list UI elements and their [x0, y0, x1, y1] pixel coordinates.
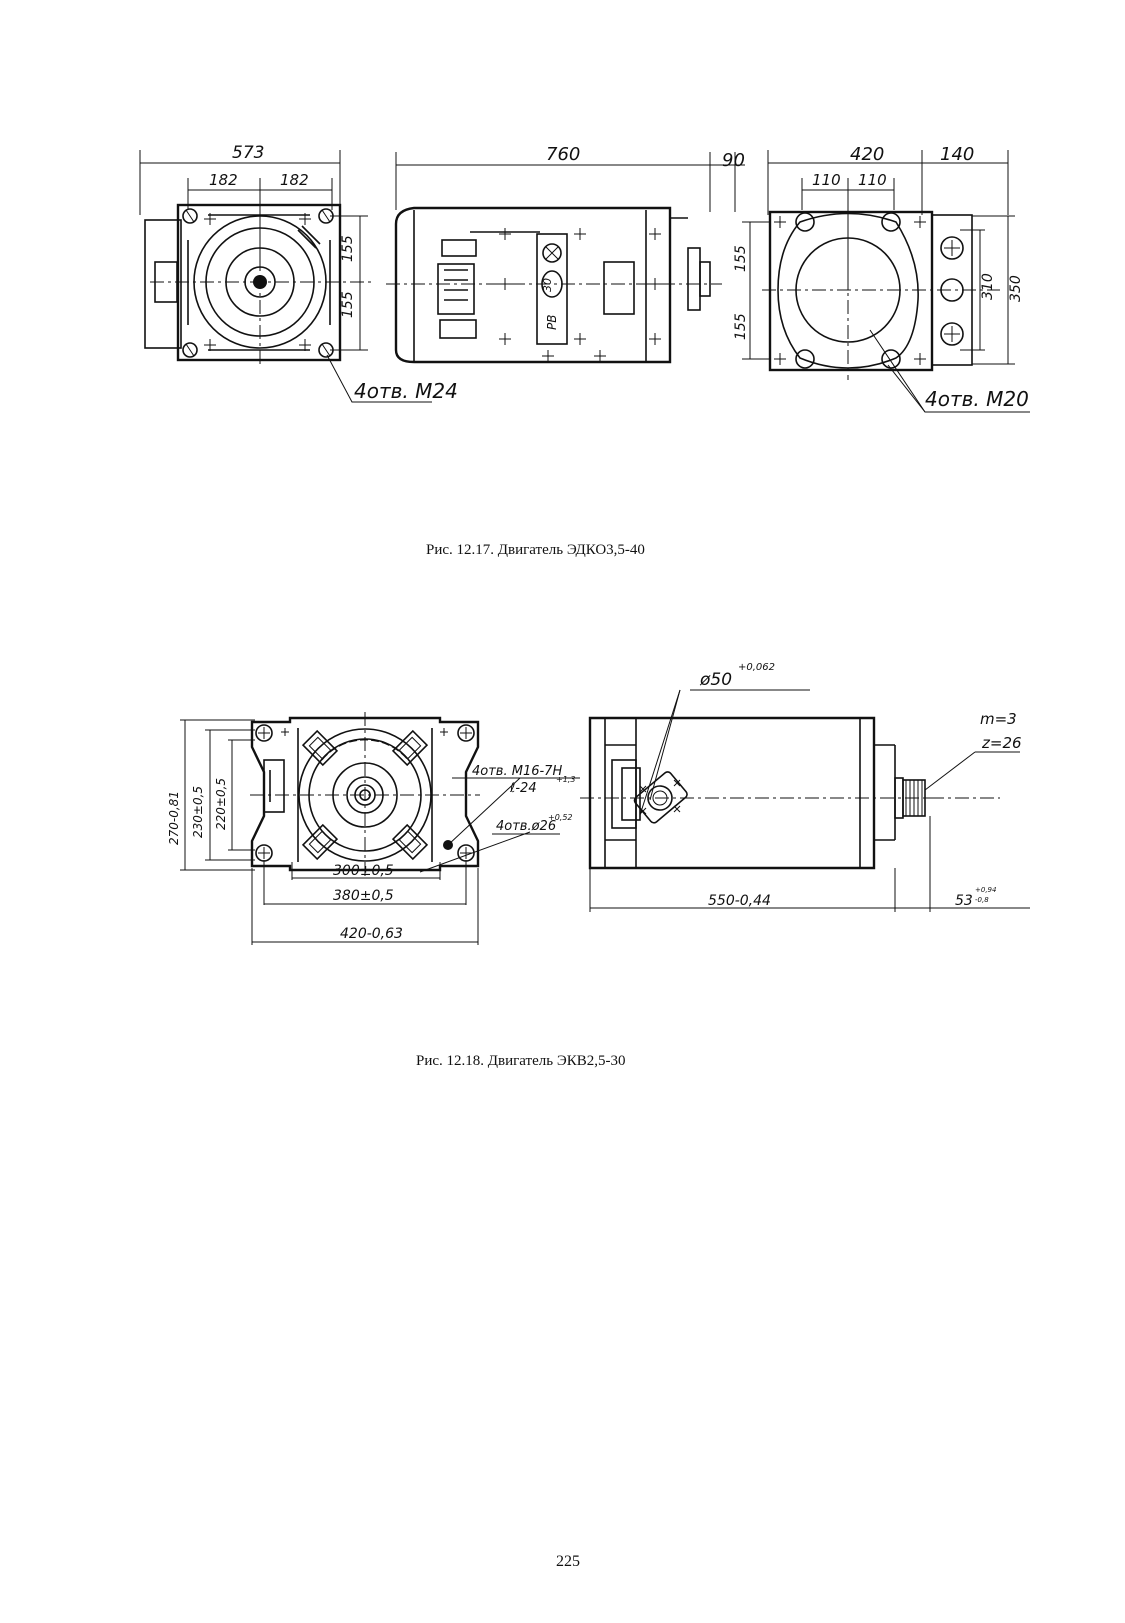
dim-v2: 230±0,5 [191, 786, 205, 838]
label-holes-dia-tol: +0,52 [548, 813, 573, 822]
dim-side-shaft: 90 [722, 150, 745, 171]
label-holes-depth-tol: +1,3 [556, 775, 575, 784]
caption-figure-12-18: Рис. 12.18. Двигатель ЭКВ2,5-30 [416, 1053, 626, 1070]
dim-end-v-lower: 155 [733, 313, 749, 340]
caption-figure-12-17: Рис. 12.17. Двигатель ЭДКО3,5-40 [426, 542, 645, 559]
dim-front-v-upper: 155 [340, 235, 356, 262]
figure-12-18: 270-0,81 230±0,5 220±0,5 [167, 662, 1030, 945]
dim-module: m=3 [980, 710, 1017, 728]
dim-shaft-tol-upper: +0,94 [975, 886, 996, 894]
front-view: 573 182 182 [140, 143, 458, 403]
front-view-2: 270-0,81 230±0,5 220±0,5 [167, 712, 580, 945]
dim-front-v-lower: 155 [340, 291, 356, 318]
dim-length: 550-0,44 [708, 893, 771, 909]
dim-end-width: 420 [850, 144, 884, 165]
dim-h2: 380±0,5 [333, 888, 394, 904]
dim-end-h1: 310 [980, 273, 996, 300]
dim-diameter-tol: +0,062 [738, 662, 775, 673]
dim-h3: 420-0,63 [340, 926, 403, 942]
dim-h1: 300±0,5 [333, 863, 394, 879]
dim-front-half-left: 182 [209, 171, 238, 189]
dim-end-h2: 350 [1008, 275, 1024, 302]
dim-shaft-tol-lower: -0,8 [975, 896, 989, 904]
side-view: 760 90 30 РВ [386, 144, 745, 362]
figure-12-17: 573 182 182 [140, 143, 1030, 412]
dim-end-extra: 140 [940, 144, 974, 165]
label-holes-depth: ℓ-24 [509, 781, 537, 796]
dim-front-half-right: 182 [280, 171, 309, 189]
plate-number: 30 [541, 278, 554, 292]
dim-teeth: z=26 [981, 734, 1022, 752]
dim-shaft: 53 [955, 893, 973, 909]
dim-side-length: 760 [546, 144, 580, 165]
label-holes-thread: 4отв. М16-7Н [472, 764, 562, 779]
end-view: 420 140 110 110 [733, 144, 1030, 412]
page-number: 225 [556, 1553, 580, 1571]
dim-end-v-upper: 155 [733, 245, 749, 272]
plate-text: РВ [545, 315, 559, 330]
dim-v3: 220±0,5 [214, 778, 228, 830]
dim-end-half-left: 110 [812, 171, 841, 189]
label-holes-end: 4отв. М20 [925, 387, 1029, 411]
dim-diameter: ø50 [699, 670, 732, 690]
side-view-2: ø50 +0,062 m=3 z=2 [580, 662, 1030, 912]
dim-front-width: 573 [232, 143, 264, 163]
dim-v1: 270-0,81 [167, 791, 181, 845]
label-holes-front: 4отв. М24 [354, 379, 458, 403]
dim-end-half-right: 110 [858, 171, 887, 189]
